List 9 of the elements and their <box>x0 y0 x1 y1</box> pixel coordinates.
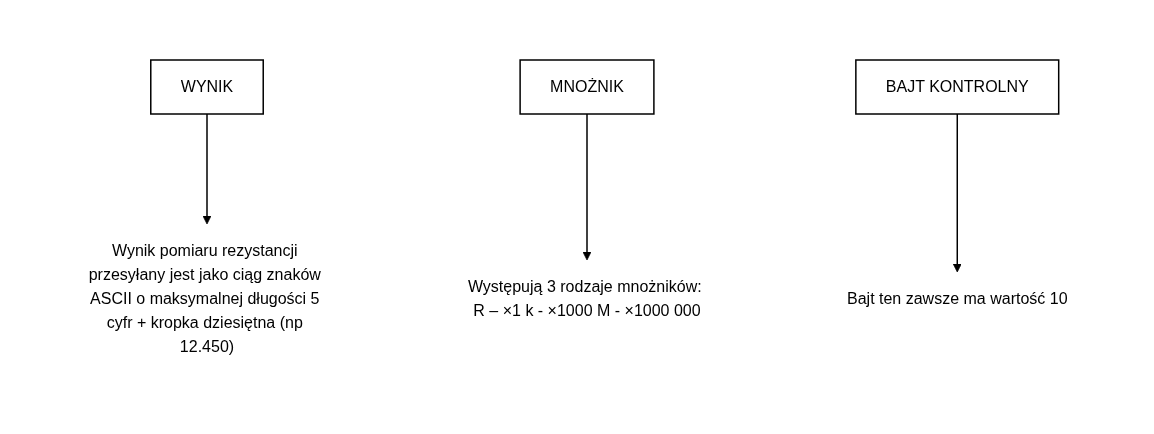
node-box: MNOŻNIK <box>519 59 655 115</box>
node-text: Wynik pomiaru rezystancji przesyłany jest jako ciąg znaków ASCII o maksymalnej długości 5 cyfr + kropka dziesiętna (np 12.450) <box>88 242 321 355</box>
node-text: Bajt ten zawsze ma wartość 10 <box>846 290 1068 307</box>
node-box: BAJT KONTROLNY <box>854 59 1060 115</box>
arrow <box>202 113 212 225</box>
node-text: Występują 3 rodzaje mnożników: R – ×1 k - ×1000 M - ×1000 000 <box>467 278 702 319</box>
arrow <box>582 113 592 261</box>
arrow <box>952 113 962 273</box>
node-box: WYNIK <box>149 59 264 115</box>
